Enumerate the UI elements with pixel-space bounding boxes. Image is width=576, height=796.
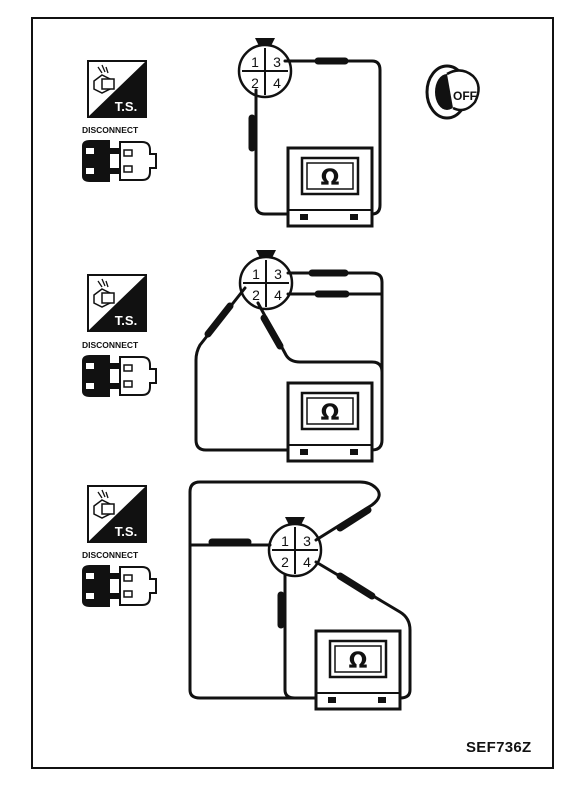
pin-3: 3	[273, 54, 281, 70]
pin-1: 1	[251, 54, 259, 70]
pin-1: 1	[252, 266, 260, 282]
connector-2: 1 3 2 4	[238, 250, 294, 311]
ts-label-1: T.S.	[115, 99, 137, 114]
figure-code: SEF736Z	[466, 739, 532, 756]
connector-1: 1 3 2 4	[237, 38, 293, 99]
disconnect-label-2: DISCONNECT	[82, 340, 139, 350]
key-off-label: OFF	[453, 89, 477, 103]
connector-3: 1 3 2 4	[267, 517, 323, 578]
ts-icon-1: T.S.	[87, 60, 147, 118]
pin-4: 4	[273, 75, 281, 91]
ohmmeter-3: Ω	[314, 629, 402, 711]
pin-3: 3	[274, 266, 282, 282]
ts-icon-3: T.S.	[87, 485, 147, 543]
ts-icon-2: T.S.	[87, 274, 147, 332]
pin-4: 4	[274, 287, 282, 303]
disconnect-label-1: DISCONNECT	[82, 125, 139, 135]
pin-2: 2	[281, 554, 289, 570]
ignition-key-off-icon: OFF	[425, 64, 480, 120]
ohm-symbol-2: Ω	[321, 401, 340, 426]
ohmmeter-2: Ω	[286, 381, 374, 463]
panel-3-circuit: 1 3 2 4 Ω	[188, 480, 412, 711]
disconnect-label-3: DISCONNECT	[82, 550, 139, 560]
disconnect-connector-icon-2	[81, 354, 157, 398]
pin-1: 1	[281, 533, 289, 549]
ts-label-3: T.S.	[115, 524, 137, 539]
ohmmeter-1: Ω	[286, 146, 374, 228]
ts-label-2: T.S.	[115, 313, 137, 328]
ohm-symbol-3: Ω	[349, 649, 368, 674]
diagram-frame	[31, 17, 554, 769]
pin-4: 4	[303, 554, 311, 570]
disconnect-connector-icon-3	[81, 564, 157, 608]
pin-3: 3	[303, 533, 311, 549]
panel-2-circuit: 1 3 2 4 Ω	[194, 250, 384, 463]
ohm-symbol-1: Ω	[321, 166, 340, 191]
disconnect-connector-icon-1	[81, 139, 157, 183]
panel-1-circuit: 1 3 2 4 Ω	[237, 38, 382, 228]
pin-2: 2	[252, 287, 260, 303]
pin-2: 2	[251, 75, 259, 91]
